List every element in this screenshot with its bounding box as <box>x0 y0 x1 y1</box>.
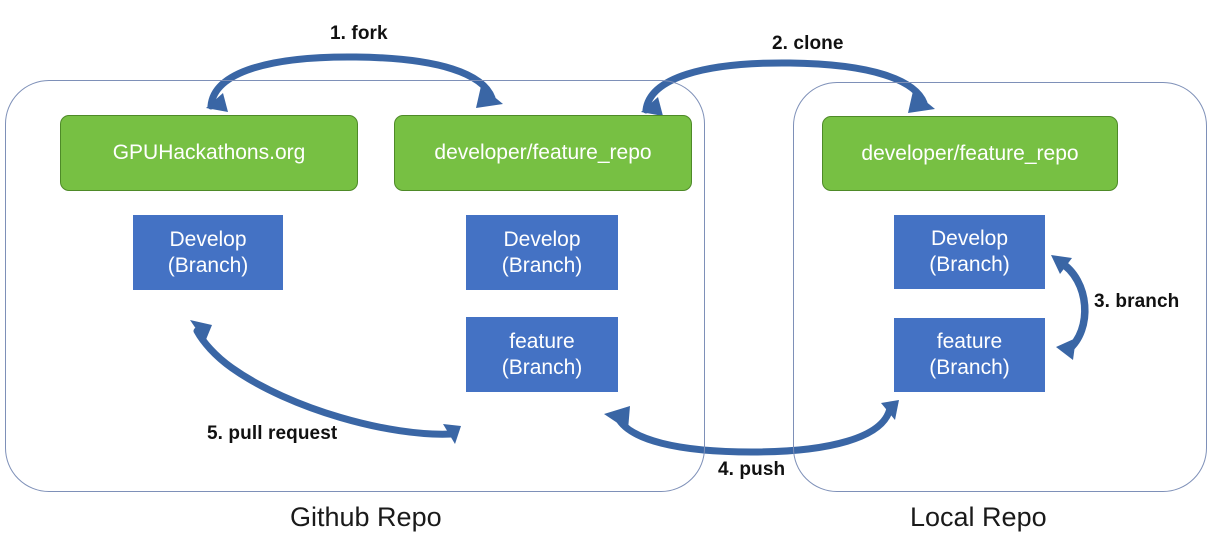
repo-box-local-clone[interactable]: developer/feature_repo <box>822 116 1118 191</box>
arrow-branch <box>1051 255 1089 360</box>
repo-box-github-fork[interactable]: developer/feature_repo <box>394 115 692 191</box>
branch-box-fork-feature-line2: (Branch) <box>501 355 583 379</box>
caption-github-repo: Github Repo <box>290 502 442 532</box>
branch-box-local-feature-line2: (Branch) <box>929 356 1010 379</box>
step-label-branch: 3. branch <box>1094 291 1180 312</box>
branch-box-local-feature[interactable]: feature (Branch) <box>894 318 1045 392</box>
branch-box-upstream-develop[interactable]: Develop (Branch) <box>133 215 283 290</box>
branch-box-local-feature-line1: feature <box>936 330 1003 354</box>
repo-box-local-clone-label: developer/feature_repo <box>861 141 1079 165</box>
branch-box-fork-feature-line1: feature <box>509 329 575 353</box>
branch-box-local-develop-line2: (Branch) <box>929 253 1010 276</box>
branch-box-fork-develop[interactable]: Develop (Branch) <box>466 215 618 290</box>
branch-box-fork-develop-line1: Develop <box>503 227 581 251</box>
step-label-pull-request: 5. pull request <box>207 423 338 444</box>
step-label-clone: 2. clone <box>772 33 844 54</box>
branch-box-upstream-develop-line2: (Branch) <box>167 253 249 277</box>
branch-box-upstream-develop-line1: Develop <box>169 227 247 251</box>
step-label-fork: 1. fork <box>330 23 388 44</box>
branch-box-local-develop[interactable]: Develop (Branch) <box>894 215 1045 289</box>
branch-box-local-develop-line1: Develop <box>930 227 1009 251</box>
branch-box-fork-develop-line2: (Branch) <box>501 253 583 277</box>
local-repo-container <box>793 82 1207 492</box>
branch-box-fork-feature[interactable]: feature (Branch) <box>466 317 618 392</box>
step-label-push: 4. push <box>718 459 786 480</box>
repo-box-upstream-label: GPUHackathons.org <box>112 141 306 165</box>
repo-box-github-fork-label: developer/feature_repo <box>434 141 652 165</box>
arrow-push <box>604 400 899 456</box>
arrow-pull-request <box>190 320 461 444</box>
repo-box-upstream[interactable]: GPUHackathons.org <box>60 115 358 191</box>
caption-local-repo: Local Repo <box>910 502 1047 532</box>
github-repo-container <box>5 80 705 492</box>
